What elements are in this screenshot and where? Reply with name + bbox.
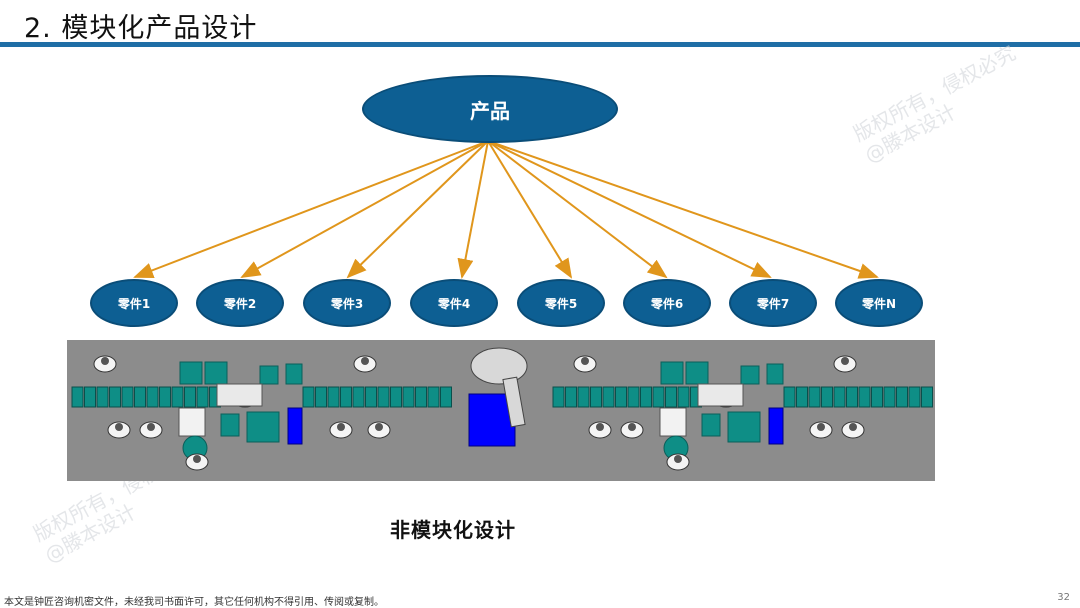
diagram-caption: 非模块化设计 — [390, 518, 516, 542]
worker-icon — [666, 453, 690, 471]
arrow-to-part-5 — [487, 140, 573, 279]
worker-icon — [841, 421, 865, 439]
conveyor-left-a — [71, 386, 221, 408]
arrow-to-part-6 — [487, 140, 668, 279]
worker-icon — [93, 355, 117, 373]
worker-icon — [329, 421, 353, 439]
worker-icon — [107, 421, 131, 439]
worker-icon — [139, 421, 163, 439]
arrow-to-part-2 — [240, 140, 489, 278]
title-rule — [0, 42, 1080, 47]
product-node: 产品 — [362, 75, 618, 143]
page-title: 2. 模块化产品设计 — [24, 13, 258, 44]
part-node-4: 零件4 — [410, 279, 498, 327]
arrow-to-part-4 — [457, 140, 489, 279]
arrow-to-part-7 — [487, 140, 772, 278]
confidentiality-notice: 本文是钟匠咨询机密文件，未经我司书面许可，其它任何机构不得引用、传阅或复制。 — [4, 597, 384, 608]
worker-icon — [573, 355, 597, 373]
part-node-6: 零件6 — [623, 279, 711, 327]
arrow-to-part-1 — [133, 140, 489, 278]
arrow-to-part-3 — [346, 140, 489, 279]
worker-icon — [809, 421, 833, 439]
arrow-to-part-8 — [487, 140, 879, 279]
part-node-7: 零件7 — [729, 279, 817, 327]
conveyor-right-b — [783, 386, 933, 408]
page-number: 32 — [1057, 592, 1070, 603]
worker-icon — [185, 453, 209, 471]
factory-floor-illustration — [67, 340, 935, 481]
conveyor-right-a — [552, 386, 702, 408]
part-node-1: 零件1 — [90, 279, 178, 327]
part-node-5: 零件5 — [517, 279, 605, 327]
worker-icon — [620, 421, 644, 439]
conveyor-left-b — [302, 386, 452, 408]
worker-icon — [353, 355, 377, 373]
part-node-n: 零件N — [835, 279, 923, 327]
worker-icon — [588, 421, 612, 439]
worker-icon — [833, 355, 857, 373]
part-node-2: 零件2 — [196, 279, 284, 327]
worker-icon — [367, 421, 391, 439]
part-node-3: 零件3 — [303, 279, 391, 327]
